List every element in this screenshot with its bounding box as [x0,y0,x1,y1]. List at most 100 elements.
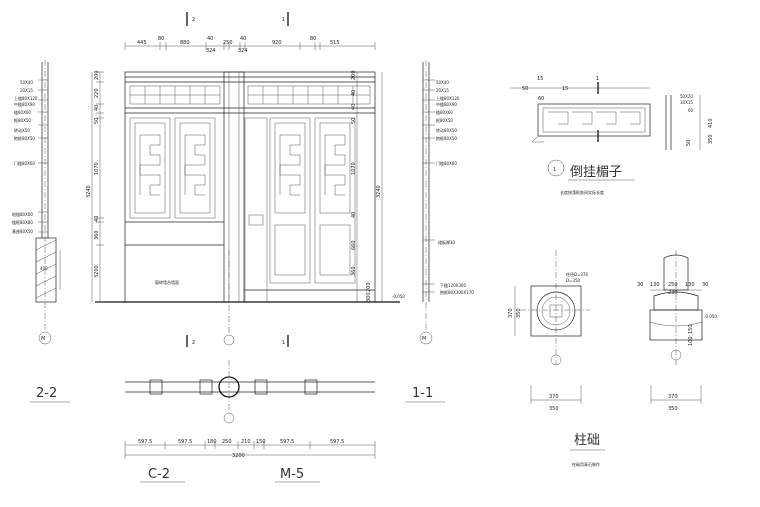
callout-right-5: 槛80X60 [436,109,453,115]
dim-left-6: 40 [94,216,100,222]
dim-right-10: 200 [366,282,372,292]
hanging-side-6: 50 [686,140,692,146]
wall-note: 窗砖墙台墙面 [155,279,179,285]
callout-right-1: 50X40 [436,80,449,85]
plan-dim-2: 597.5 [178,439,192,445]
dim-right-2: 40 [351,90,357,96]
hanging-cut-mark: 1 [596,76,599,82]
callout-left-11: 槛框80X80 [12,219,33,225]
dim-right-11: 300 [366,292,372,302]
dim-top-3: 880 [180,40,190,46]
axis-label-left: M [41,336,45,342]
dim-top-9: 515 [330,40,340,46]
hanging-side-2: 30X15 [680,100,693,105]
hanging-lattice-detail: 15 50 60 15 1 1 倒挂楣子 长度按藻框各间实际长度 50X20 3… [510,76,714,195]
dim-top-7: 920 [272,40,282,46]
section-mark-bottom-left: 2 [192,340,195,346]
dim-left-2: 220 [94,88,100,98]
callout-left-8: 抱框80X50 [14,135,35,141]
hanging-dim-3: 60 [538,96,544,102]
dim-right-1: 200 [351,70,357,80]
dim-right-3: 40 [351,104,357,110]
dim-left-7: 360 [94,230,100,240]
dim-left-3: 40 [94,105,100,111]
plan-dim-5: 210 [241,439,251,445]
section-1-1: 50X40 20X15 上槛80X120 中槛80X90 槛80X60 框80X… [392,60,474,403]
base-plan-side-2: 350 [516,308,522,318]
base-title: 柱础 [574,433,600,448]
callout-right-12: 抱框80X300X170 [440,289,474,295]
hanging-dim-4: 15 [562,86,568,92]
dim-left-9: 3200 [94,265,100,278]
callout-left-10: 地槛80X60 [12,211,33,217]
base-plan-side-1: 370 [508,308,514,318]
plan-dim-1: 597.5 [138,439,152,445]
callout-right-2: 20X15 [436,88,449,93]
dim-right-8: 660 [351,240,357,250]
hanging-side-5: 350 [708,134,714,144]
hanging-title: 倒挂楣子 [570,165,622,180]
dim-right-7: 40 [351,212,357,218]
base-plan-dim-1: 370 [549,394,559,400]
callout-right-10: 裙板厚30 [438,239,456,245]
callout-left-12: 基座80X50 [12,228,33,234]
base-elev-side-1: 150 [688,324,694,334]
plan-dim-4: 250 [222,439,232,445]
hanging-dim-1: 15 [537,76,543,82]
base-plan-note-2: D=350 [566,278,581,283]
dim-top-4: 40 [207,36,213,42]
dim-right-4: 50 [351,118,357,124]
dim-top-2: 80 [158,36,164,42]
plan-view: 597.5 597.5 180 250 210 150 597.5 597.5 … [124,360,376,483]
dim-left-1: 200 [94,70,100,80]
plan-dim-7: 597.5 [280,439,294,445]
callout-left-9: 门槛80X60 [14,160,35,166]
dim-top-sub-2: 324 [238,48,248,54]
callout-right-7: 转动80X50 [436,127,457,133]
dim-right-9: 360 [351,266,357,276]
plan-dim-3: 180 [207,439,217,445]
hanging-note: 长度按藻框各间实际长度 [560,189,604,195]
base-elev-dim-1: 30 [637,282,643,288]
dim-top-sub-1: 324 [206,48,216,54]
base-elev-bottom-1: 370 [668,394,678,400]
base-plan-note-1: 柱径D=370 [566,271,589,277]
section-2-2: 400 50X40 20X15 上槛80X120 中槛80X90 槛80X60 … [12,60,70,403]
column-base-elevation: 30 130 250 130 30 230 150 100 -0.050 370… [637,250,717,412]
column-base-plan: 柱径D=370 D=350 370 350 370 350 柱础 柱础用青石制作 [508,250,605,467]
callout-left-6: 框80X50 [14,117,31,123]
view-title-section-1: 1-1 [412,386,433,401]
base-elev-dim-4: 130 [685,282,695,288]
dim-left-4: 50 [94,118,100,124]
front-elevation: 445 80 880 40 250 40 920 80 515 324 324 … [86,12,400,347]
base-elev-dim-2: 130 [650,282,660,288]
callout-right-9: 门槛80X60 [436,160,457,166]
dim-left-8: 3240 [86,185,92,198]
base-plan-dim-2: 350 [549,406,559,412]
section-mark-top-right: 1 [282,17,285,23]
dim-right-6: 3240 [376,185,382,198]
callout-left-2: 20X15 [20,88,33,93]
axis-label-right: M [422,336,426,342]
dim-right-5: 1070 [351,162,357,175]
view-title-door: M-5 [280,467,304,482]
base-note: 柱础用青石制作 [572,461,600,467]
section-mark-bottom-right: 1 [282,340,285,346]
callout-left-1: 50X40 [20,80,33,85]
callout-right-3: 上槛80X120 [436,95,460,101]
plan-dim-6: 150 [256,439,266,445]
plan-dim-8: 597.5 [330,439,344,445]
dim-wall-thickness: 400 [40,266,48,271]
dim-top-6: 40 [240,36,246,42]
hanging-side-1: 50X20 [680,94,693,99]
base-elev-bottom-2: 350 [668,406,678,412]
callout-right-8: 抱框80X50 [436,135,457,141]
hanging-dim-2: 50 [522,86,528,92]
callout-left-3: 上槛80X120 [14,95,38,101]
base-elev-level: -0.050 [704,314,717,319]
plan-dim-total: 3200 [232,453,245,459]
view-title-window: C-2 [148,467,170,482]
callout-right-6: 框80X50 [436,117,453,123]
callout-left-4: 中槛80X90 [14,101,35,107]
